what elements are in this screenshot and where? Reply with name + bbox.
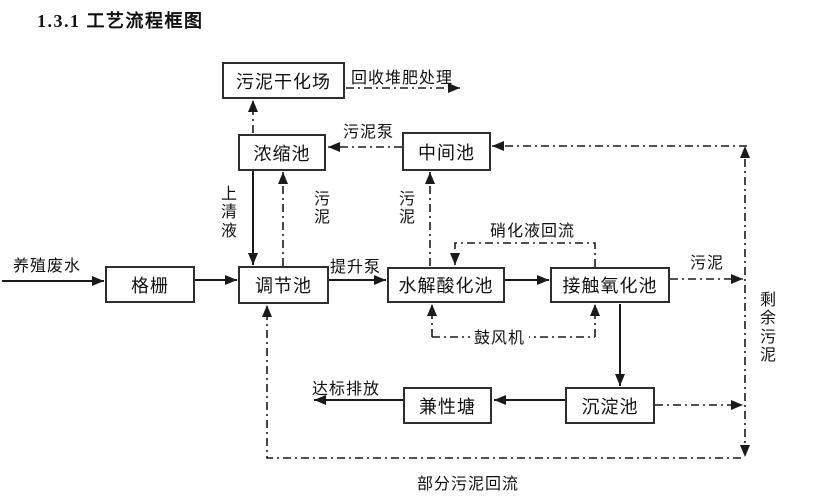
label-excess-sludge: 剩余污泥 (759, 292, 776, 365)
label-sludge-to-thickener: 污泥 (313, 191, 330, 227)
label-standard-discharge: 达标排放 (312, 381, 381, 398)
label-supernatant: 上清液 (220, 186, 237, 240)
page-title: 1.3.1 工艺流程框图 (37, 11, 204, 31)
node-facultative-pond: 兼性塘 (403, 387, 492, 424)
partial-sludge-reflux-line (262, 305, 741, 459)
node-thickening-tank: 浓缩池 (238, 134, 326, 171)
node-sludge-drying-field: 污泥干化场 (222, 62, 345, 99)
label-sludge-to-excess-line: 污泥 (690, 255, 725, 272)
label-partial-sludge-reflux: 部分污泥回流 (417, 476, 520, 493)
arrowhead-down-icon (740, 445, 750, 457)
node-contact-oxidation-tank: 接触氧化池 (550, 267, 670, 303)
nitrification-reflux-line (450, 242, 596, 267)
arrowhead-up-icon (740, 146, 750, 158)
label-compost-recycling: 回收堆肥处理 (351, 70, 454, 87)
node-intermediate-tank: 中间池 (402, 132, 491, 171)
node-hydrolysis-acidification-tank: 水解酸化池 (387, 267, 505, 303)
node-sedimentation-tank: 沉淀池 (565, 387, 655, 424)
label-sludge-to-intermediate: 污泥 (398, 191, 415, 227)
label-blower: 鼓风机 (470, 324, 530, 348)
label-nitrification-reflux: 硝化液回流 (490, 223, 576, 240)
label-influent: 养殖废水 (13, 258, 82, 275)
label-sludge-pump: 污泥泵 (343, 124, 395, 141)
node-bar-screen: 格栅 (105, 266, 195, 303)
node-regulating-tank: 调节池 (238, 266, 329, 304)
label-lift-pump: 提升泵 (330, 259, 382, 276)
